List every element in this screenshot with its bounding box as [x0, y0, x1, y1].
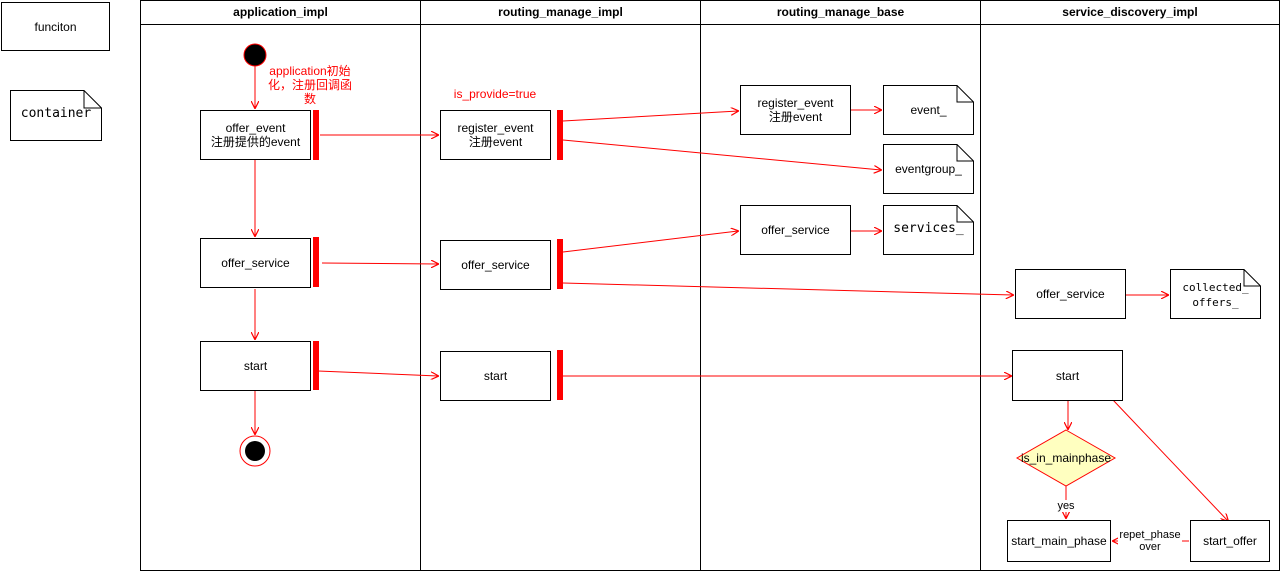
edge-sdi-start-to-start-offer	[1112, 399, 1228, 521]
container-label: eventgroup_	[895, 162, 962, 176]
edge-rmi-to-rmb-offer	[562, 231, 738, 253]
sdi-start-node[interactable]: start	[1012, 350, 1123, 401]
lane-routing-manage-base: routing_manage_base	[700, 0, 981, 571]
app-offer-event-node[interactable]: offer_event 注册提供的event	[200, 110, 311, 160]
note-shape-icon	[10, 90, 102, 141]
edge-rmi-to-eventgroup	[562, 139, 881, 170]
decision-label: is_in_mainphase	[1020, 451, 1112, 465]
node-label: start	[483, 369, 508, 383]
note-app-init: application初始化，注册回调函数	[268, 64, 353, 106]
lane-title: application_impl	[141, 1, 420, 25]
note-shape-icon	[1170, 269, 1261, 319]
legend-function-box[interactable]: funciton	[1, 2, 110, 51]
legend-container-label: container	[20, 106, 92, 121]
edge-rmi-to-rmb-register	[562, 111, 738, 122]
app-start-bar	[313, 341, 319, 390]
node-label: offer_service	[461, 258, 530, 272]
rmi-offer-service-bar	[557, 239, 563, 289]
edge-label-yes: yes	[1053, 500, 1079, 512]
edge-label-repet-phase-over: repet_phase over	[1118, 529, 1182, 553]
lane-title: routing_manage_impl	[421, 1, 700, 25]
note-is-provide: is_provide=true	[453, 87, 537, 101]
node-label: offer_service	[221, 256, 290, 270]
note-shape-icon	[883, 144, 974, 194]
node-label: offer_service	[761, 223, 830, 237]
node-label: offer_service	[1036, 287, 1105, 301]
container-eventgroup[interactable]: eventgroup_	[883, 144, 974, 194]
rmb-register-event-node[interactable]: register_event 注册event	[740, 85, 851, 135]
app-offer-service-bar	[313, 237, 319, 287]
decision-diamond	[1015, 429, 1117, 487]
sdi-start-main-phase-node[interactable]: start_main_phase	[1007, 520, 1111, 562]
node-label: start_main_phase	[1011, 534, 1107, 548]
container-collected-offers[interactable]: collected_ offers_	[1170, 269, 1261, 319]
rmi-register-event-bar	[557, 110, 563, 160]
initial-node	[243, 43, 267, 67]
rmi-offer-service-node[interactable]: offer_service	[440, 240, 551, 290]
note-shape-icon	[883, 205, 974, 255]
rmb-offer-service-node[interactable]: offer_service	[740, 205, 851, 255]
final-node-core	[245, 441, 265, 461]
legend-container-note[interactable]: container	[10, 90, 102, 141]
sdi-offer-service-node[interactable]: offer_service	[1015, 269, 1126, 319]
lane-title: service_discovery_impl	[981, 1, 1279, 25]
rmi-register-event-node[interactable]: register_event 注册event	[440, 110, 551, 160]
edge-app-to-rmi-start	[317, 370, 438, 376]
app-offer-event-bar	[313, 110, 319, 160]
node-label: start_offer	[1203, 534, 1257, 548]
container-label: services_	[893, 221, 964, 236]
rmi-start-node[interactable]: start	[440, 351, 551, 401]
node-label: offer_event 注册提供的event	[210, 121, 301, 149]
node-label: register_event 注册event	[757, 96, 834, 124]
container-event[interactable]: event_	[883, 85, 974, 135]
app-start-node[interactable]: start	[200, 341, 311, 391]
lane-title: routing_manage_base	[701, 1, 980, 25]
container-label: event_	[910, 103, 947, 117]
sdi-start-offer-node[interactable]: start_offer	[1190, 520, 1270, 562]
node-label: start	[243, 359, 268, 373]
legend-function-label: funciton	[34, 19, 77, 34]
note-shape-icon	[883, 85, 974, 135]
lane-service-discovery-impl: service_discovery_impl	[980, 0, 1280, 571]
container-label: collected_ offers_	[1182, 281, 1249, 309]
edge-rmi-to-sdi-offer	[562, 282, 1013, 295]
edge-app-to-rmi-offer	[321, 263, 438, 264]
node-label: register_event 注册event	[457, 121, 534, 149]
app-offer-service-node[interactable]: offer_service	[200, 238, 311, 288]
node-label: start	[1055, 368, 1080, 383]
rmi-start-bar	[557, 350, 563, 400]
container-services[interactable]: services_	[883, 205, 974, 255]
